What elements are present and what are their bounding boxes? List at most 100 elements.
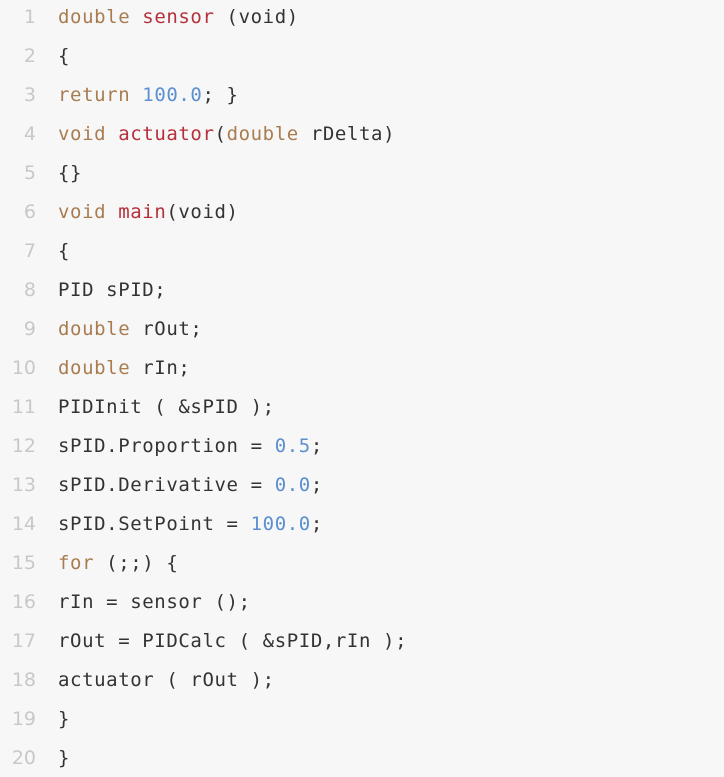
plain-token: } bbox=[58, 707, 71, 730]
line-number: 17 bbox=[11, 629, 36, 652]
plain-token: ; bbox=[310, 434, 323, 457]
number-token: 100.0 bbox=[142, 83, 203, 106]
code-text[interactable]: { bbox=[58, 240, 70, 262]
code-text[interactable]: } bbox=[58, 747, 70, 769]
code-line: 20 } bbox=[0, 738, 724, 777]
code-line: 5 {} bbox=[0, 153, 724, 192]
line-number: 5 bbox=[23, 161, 36, 184]
plain-token: rOut = PIDCalc ( &sPID,rIn ); bbox=[58, 629, 408, 652]
plain-token: { bbox=[58, 239, 71, 262]
line-number: 7 bbox=[23, 239, 36, 262]
function-token: main bbox=[118, 200, 167, 223]
code-text[interactable]: rIn = sensor (); bbox=[58, 591, 251, 613]
line-number: 20 bbox=[11, 746, 36, 769]
code-line: 18 actuator ( rOut ); bbox=[0, 660, 724, 699]
code-line: 19 } bbox=[0, 699, 724, 738]
line-number: 18 bbox=[11, 668, 36, 691]
plain-token: sPID.Derivative = bbox=[58, 473, 275, 496]
code-text[interactable]: double sensor (void) bbox=[58, 6, 299, 28]
code-text[interactable]: PID sPID; bbox=[58, 279, 166, 301]
code-line: 16 rIn = sensor (); bbox=[0, 582, 724, 621]
line-number: 15 bbox=[11, 551, 36, 574]
line-number: 6 bbox=[23, 200, 36, 223]
code-text[interactable]: PIDInit ( &sPID ); bbox=[58, 396, 275, 418]
code-text[interactable]: return 100.0; } bbox=[58, 84, 239, 106]
line-number: 16 bbox=[11, 590, 36, 613]
plain-token bbox=[106, 201, 118, 223]
plain-token: } bbox=[58, 746, 71, 769]
keyword-token: double bbox=[226, 122, 299, 145]
code-line: 12 sPID.Proportion = 0.5; bbox=[0, 426, 724, 465]
plain-token bbox=[130, 6, 142, 28]
line-number: 1 bbox=[23, 5, 36, 28]
line-number: 9 bbox=[23, 317, 36, 340]
plain-token: (void) bbox=[166, 200, 239, 223]
line-number: 13 bbox=[11, 473, 36, 496]
keyword-token: double bbox=[58, 356, 131, 379]
code-text[interactable]: sPID.Derivative = 0.0; bbox=[58, 474, 323, 496]
function-token: sensor bbox=[142, 5, 215, 28]
keyword-token: double bbox=[58, 5, 131, 28]
code-text[interactable]: } bbox=[58, 708, 70, 730]
keyword-token: void bbox=[58, 200, 107, 223]
code-text[interactable]: double rOut; bbox=[58, 318, 202, 340]
line-number: 4 bbox=[23, 122, 36, 145]
plain-token bbox=[130, 84, 142, 106]
code-line: 13 sPID.Derivative = 0.0; bbox=[0, 465, 724, 504]
code-text[interactable]: { bbox=[58, 45, 70, 67]
code-line: 7 { bbox=[0, 231, 724, 270]
keyword-token: return bbox=[58, 83, 131, 106]
plain-token: ( bbox=[214, 122, 227, 145]
plain-token bbox=[106, 123, 118, 145]
code-line: 8 PID sPID; bbox=[0, 270, 724, 309]
code-line: 6 void main(void) bbox=[0, 192, 724, 231]
code-text[interactable]: rOut = PIDCalc ( &sPID,rIn ); bbox=[58, 630, 407, 652]
plain-token: rIn = sensor (); bbox=[58, 590, 251, 613]
number-token: 0.5 bbox=[274, 434, 311, 457]
keyword-token: for bbox=[58, 551, 95, 574]
line-number: 12 bbox=[11, 434, 36, 457]
function-token: actuator bbox=[118, 122, 215, 145]
plain-token: ; } bbox=[202, 83, 239, 106]
line-number: 11 bbox=[11, 395, 36, 418]
plain-token: (void) bbox=[214, 5, 299, 28]
plain-token: PID sPID; bbox=[58, 278, 167, 301]
code-line: 17 rOut = PIDCalc ( &sPID,rIn ); bbox=[0, 621, 724, 660]
line-number: 19 bbox=[11, 707, 36, 730]
plain-token: sPID.SetPoint = bbox=[58, 512, 251, 535]
keyword-token: void bbox=[58, 122, 107, 145]
number-token: 100.0 bbox=[250, 512, 311, 535]
code-text[interactable]: sPID.Proportion = 0.5; bbox=[58, 435, 323, 457]
plain-token: rIn; bbox=[130, 356, 191, 379]
code-text[interactable]: actuator ( rOut ); bbox=[58, 669, 275, 691]
code-line: 11 PIDInit ( &sPID ); bbox=[0, 387, 724, 426]
code-text[interactable]: void actuator(double rDelta) bbox=[58, 123, 395, 145]
line-number: 14 bbox=[11, 512, 36, 535]
number-token: 0.0 bbox=[274, 473, 311, 496]
code-line: 1 double sensor (void) bbox=[0, 0, 724, 36]
line-number: 8 bbox=[23, 278, 36, 301]
code-text[interactable]: sPID.SetPoint = 100.0; bbox=[58, 513, 323, 535]
code-line: 3 return 100.0; } bbox=[0, 75, 724, 114]
plain-token: ; bbox=[310, 512, 323, 535]
code-line: 14 sPID.SetPoint = 100.0; bbox=[0, 504, 724, 543]
keyword-token: double bbox=[58, 317, 131, 340]
plain-token: sPID.Proportion = bbox=[58, 434, 275, 457]
plain-token: PIDInit ( &sPID ); bbox=[58, 395, 275, 418]
code-text[interactable]: void main(void) bbox=[58, 201, 239, 223]
plain-token: {} bbox=[58, 161, 83, 184]
code-line: 15 for (;;) { bbox=[0, 543, 724, 582]
plain-token: (;;) { bbox=[94, 551, 179, 574]
line-number: 10 bbox=[11, 356, 36, 379]
plain-token: ; bbox=[310, 473, 323, 496]
plain-token: { bbox=[58, 44, 71, 67]
plain-token: rOut; bbox=[130, 317, 203, 340]
code-line: 10 double rIn; bbox=[0, 348, 724, 387]
code-text[interactable]: for (;;) { bbox=[58, 552, 178, 574]
code-text[interactable]: double rIn; bbox=[58, 357, 190, 379]
code-text[interactable]: {} bbox=[58, 162, 82, 184]
code-line: 4 void actuator(double rDelta) bbox=[0, 114, 724, 153]
line-number: 2 bbox=[23, 44, 36, 67]
code-line: 2 { bbox=[0, 36, 724, 75]
